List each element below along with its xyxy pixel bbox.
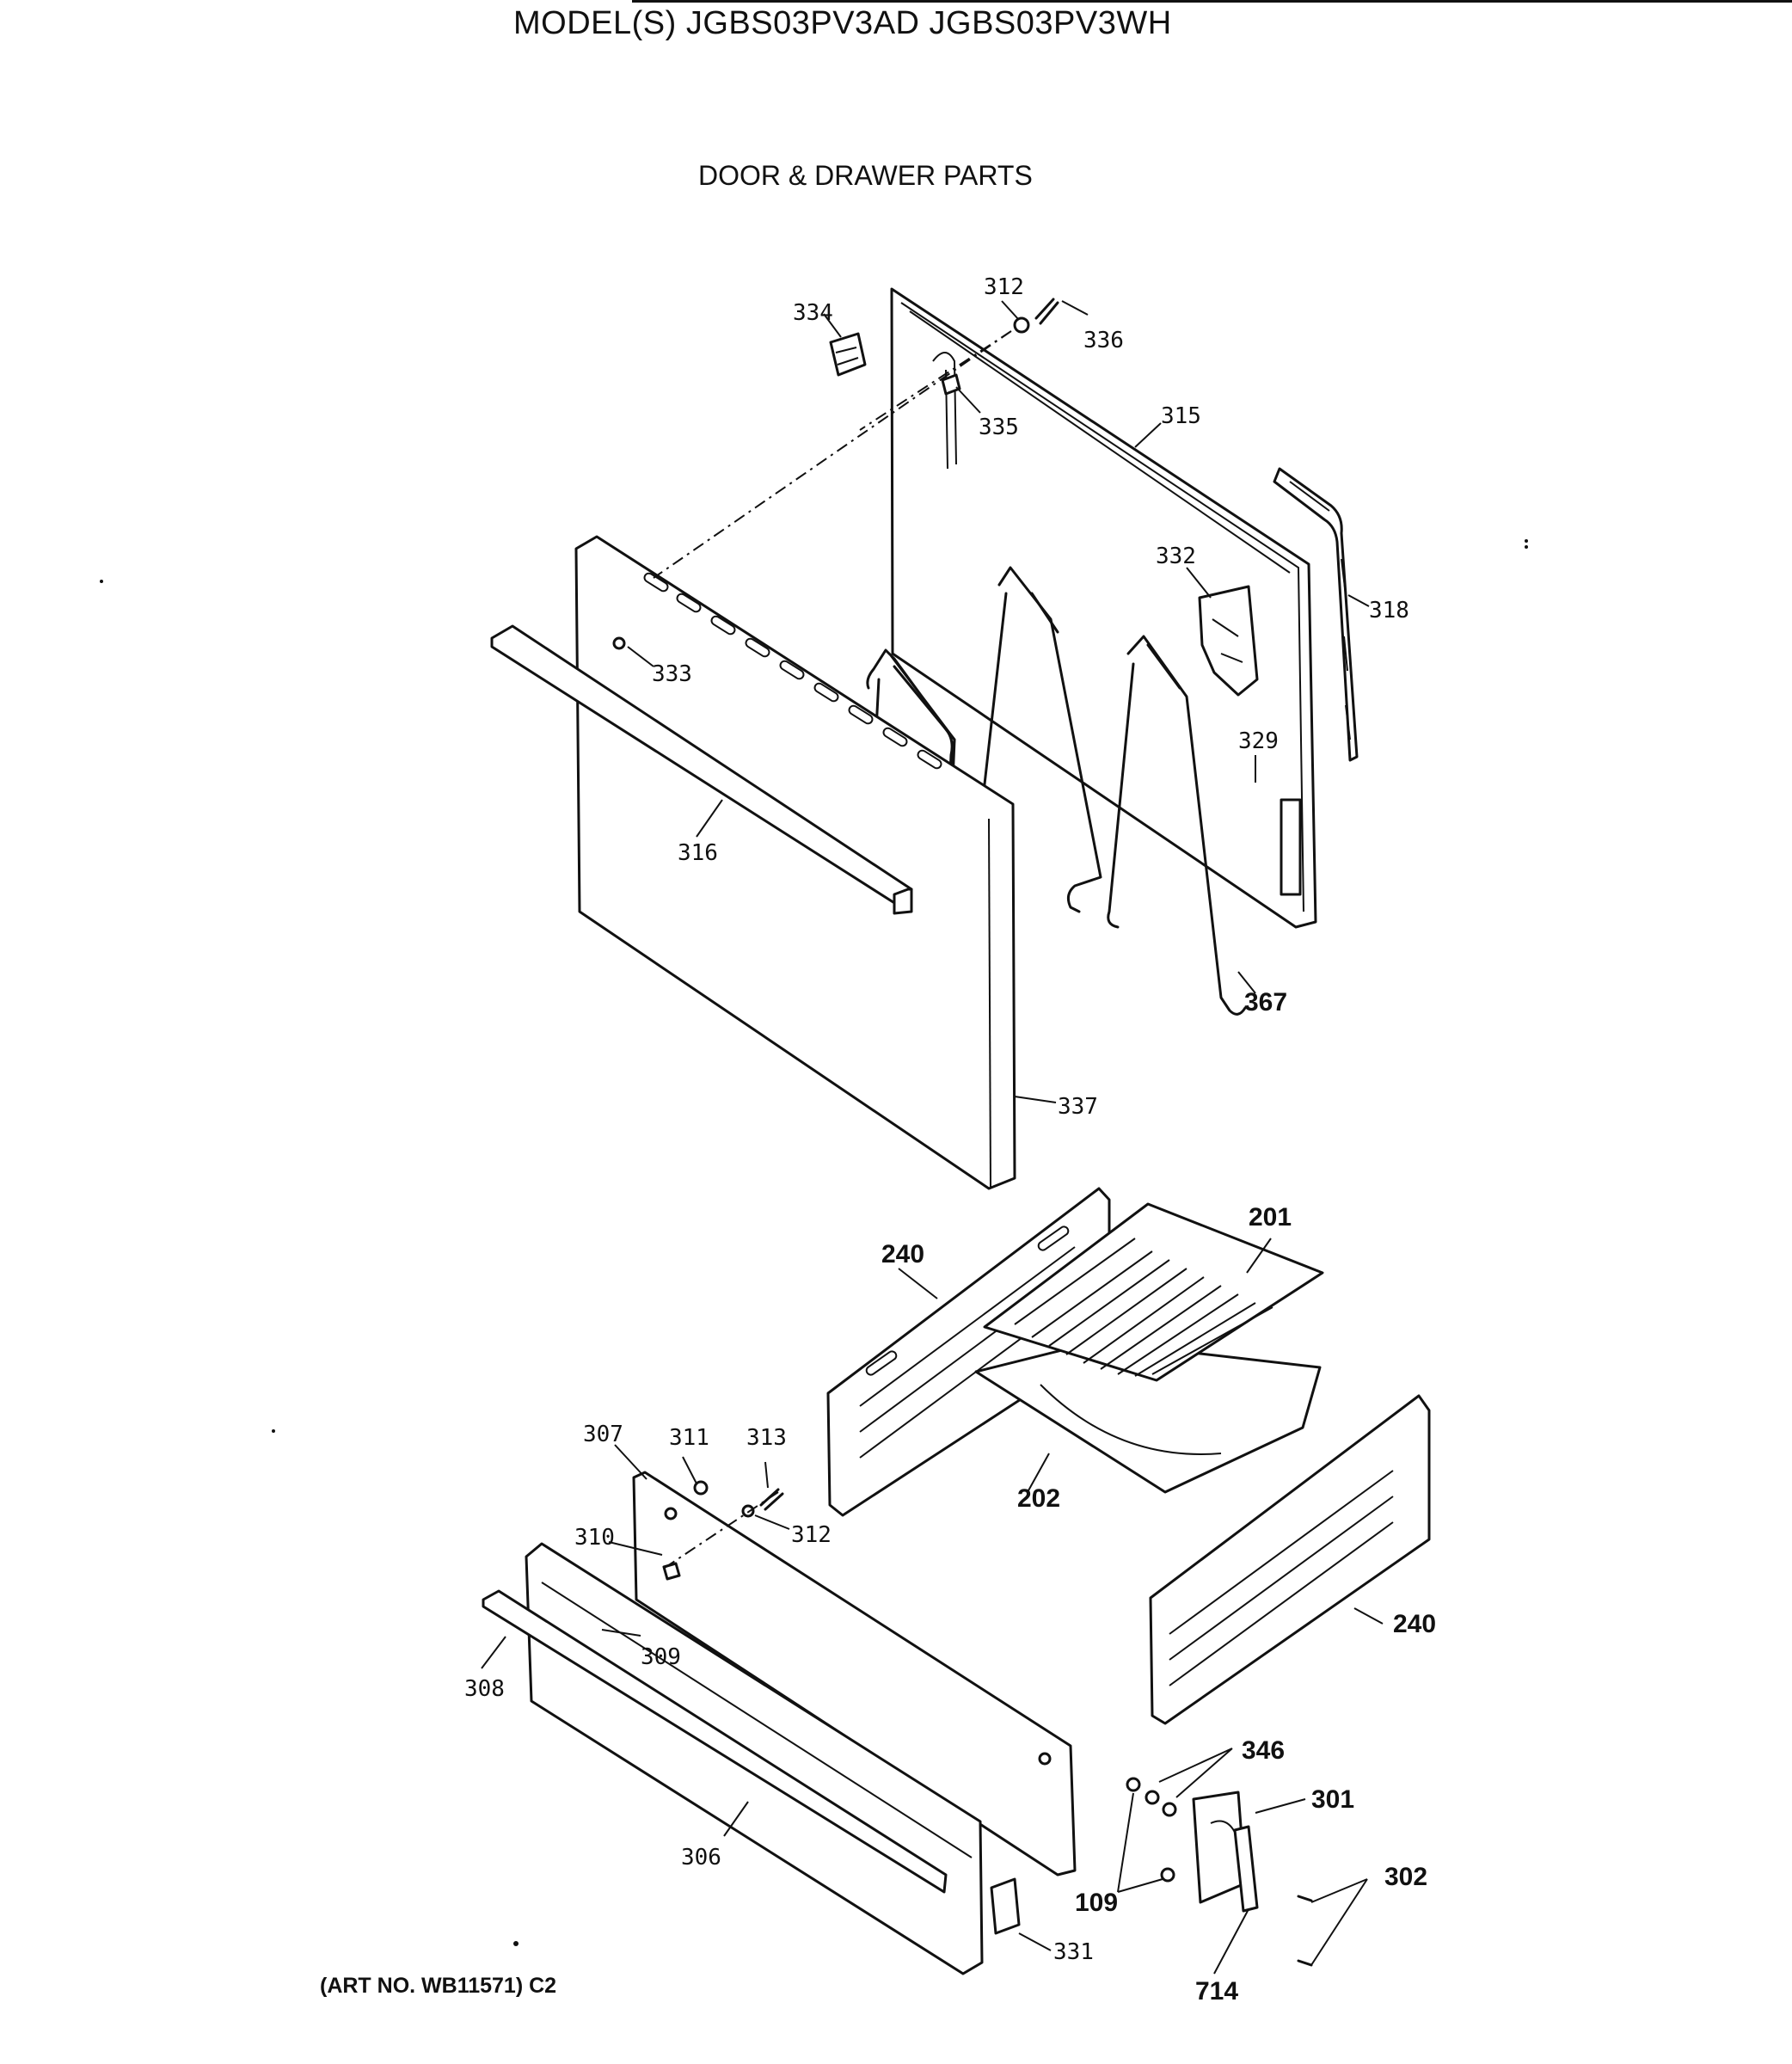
label-308: 308 bbox=[464, 1676, 505, 1702]
drawer-handle bbox=[482, 1589, 948, 1894]
label-346: 346 bbox=[1242, 1736, 1285, 1765]
model-title: MODEL(S) JGBS03PV3AD JGBS03PV3WH bbox=[513, 5, 1172, 41]
label-331: 331 bbox=[1053, 1939, 1094, 1965]
label-367: 367 bbox=[1244, 988, 1287, 1017]
broiler-grid bbox=[983, 1202, 1324, 1382]
part-labels: 312 334 336 335 315 318 332 333 329 316 … bbox=[464, 274, 1436, 2006]
label-240b: 240 bbox=[1393, 1610, 1436, 1638]
label-313: 313 bbox=[746, 1425, 787, 1451]
label-312b: 312 bbox=[791, 1522, 832, 1548]
washer-312 bbox=[1013, 316, 1030, 334]
label-311: 311 bbox=[669, 1425, 709, 1451]
label-312a: 312 bbox=[984, 274, 1024, 300]
label-301: 301 bbox=[1311, 1785, 1354, 1814]
label-309: 309 bbox=[641, 1644, 681, 1670]
washer-312b bbox=[741, 1504, 755, 1518]
screw-336 bbox=[1034, 298, 1059, 325]
label-201: 201 bbox=[1249, 1203, 1292, 1232]
center-line-door bbox=[653, 330, 1012, 579]
label-334: 334 bbox=[793, 300, 833, 326]
label-337: 337 bbox=[1058, 1094, 1098, 1120]
label-333: 333 bbox=[652, 661, 692, 687]
label-302: 302 bbox=[1384, 1863, 1427, 1891]
label-202: 202 bbox=[1017, 1484, 1060, 1513]
screw-313 bbox=[759, 1488, 784, 1511]
nut-311 bbox=[693, 1480, 709, 1496]
label-240a: 240 bbox=[881, 1240, 924, 1268]
section-title: DOOR & DRAWER PARTS bbox=[698, 160, 1033, 191]
leader-lines bbox=[481, 300, 1384, 1975]
label-315: 315 bbox=[1161, 403, 1201, 429]
stray-mark bbox=[272, 1429, 275, 1433]
label-329: 329 bbox=[1238, 728, 1279, 754]
label-310: 310 bbox=[574, 1525, 615, 1551]
stray-mark bbox=[513, 1941, 519, 1946]
label-318: 318 bbox=[1369, 598, 1409, 624]
door-outer-panel bbox=[574, 535, 1016, 1190]
label-316: 316 bbox=[678, 840, 718, 866]
label-336: 336 bbox=[1083, 328, 1124, 353]
stray-mark bbox=[100, 580, 103, 583]
door-gasket bbox=[1273, 467, 1359, 762]
drawer-bracket bbox=[990, 1877, 1021, 1935]
label-307: 307 bbox=[583, 1422, 623, 1447]
label-306: 306 bbox=[681, 1845, 721, 1870]
hinge-bracket-334 bbox=[829, 332, 867, 377]
drawer-hinge-assembly bbox=[1126, 1777, 1313, 1967]
label-714: 714 bbox=[1195, 1977, 1238, 2006]
stray-mark bbox=[1525, 539, 1528, 543]
door-inner-panel bbox=[890, 287, 1317, 929]
art-number: (ART NO. WB11571) C2 bbox=[320, 1974, 557, 1998]
label-109: 109 bbox=[1075, 1889, 1118, 1917]
header-rule bbox=[632, 0, 1792, 3]
stray-mark bbox=[1525, 545, 1528, 549]
door-insulation bbox=[1198, 585, 1259, 697]
label-335: 335 bbox=[979, 415, 1019, 440]
broiler-side-rail-right bbox=[1149, 1394, 1431, 1725]
stud-335 bbox=[941, 373, 961, 396]
drawer-inner-panel bbox=[632, 1471, 1077, 1877]
label-332: 332 bbox=[1156, 544, 1196, 569]
door-handle bbox=[490, 624, 913, 915]
